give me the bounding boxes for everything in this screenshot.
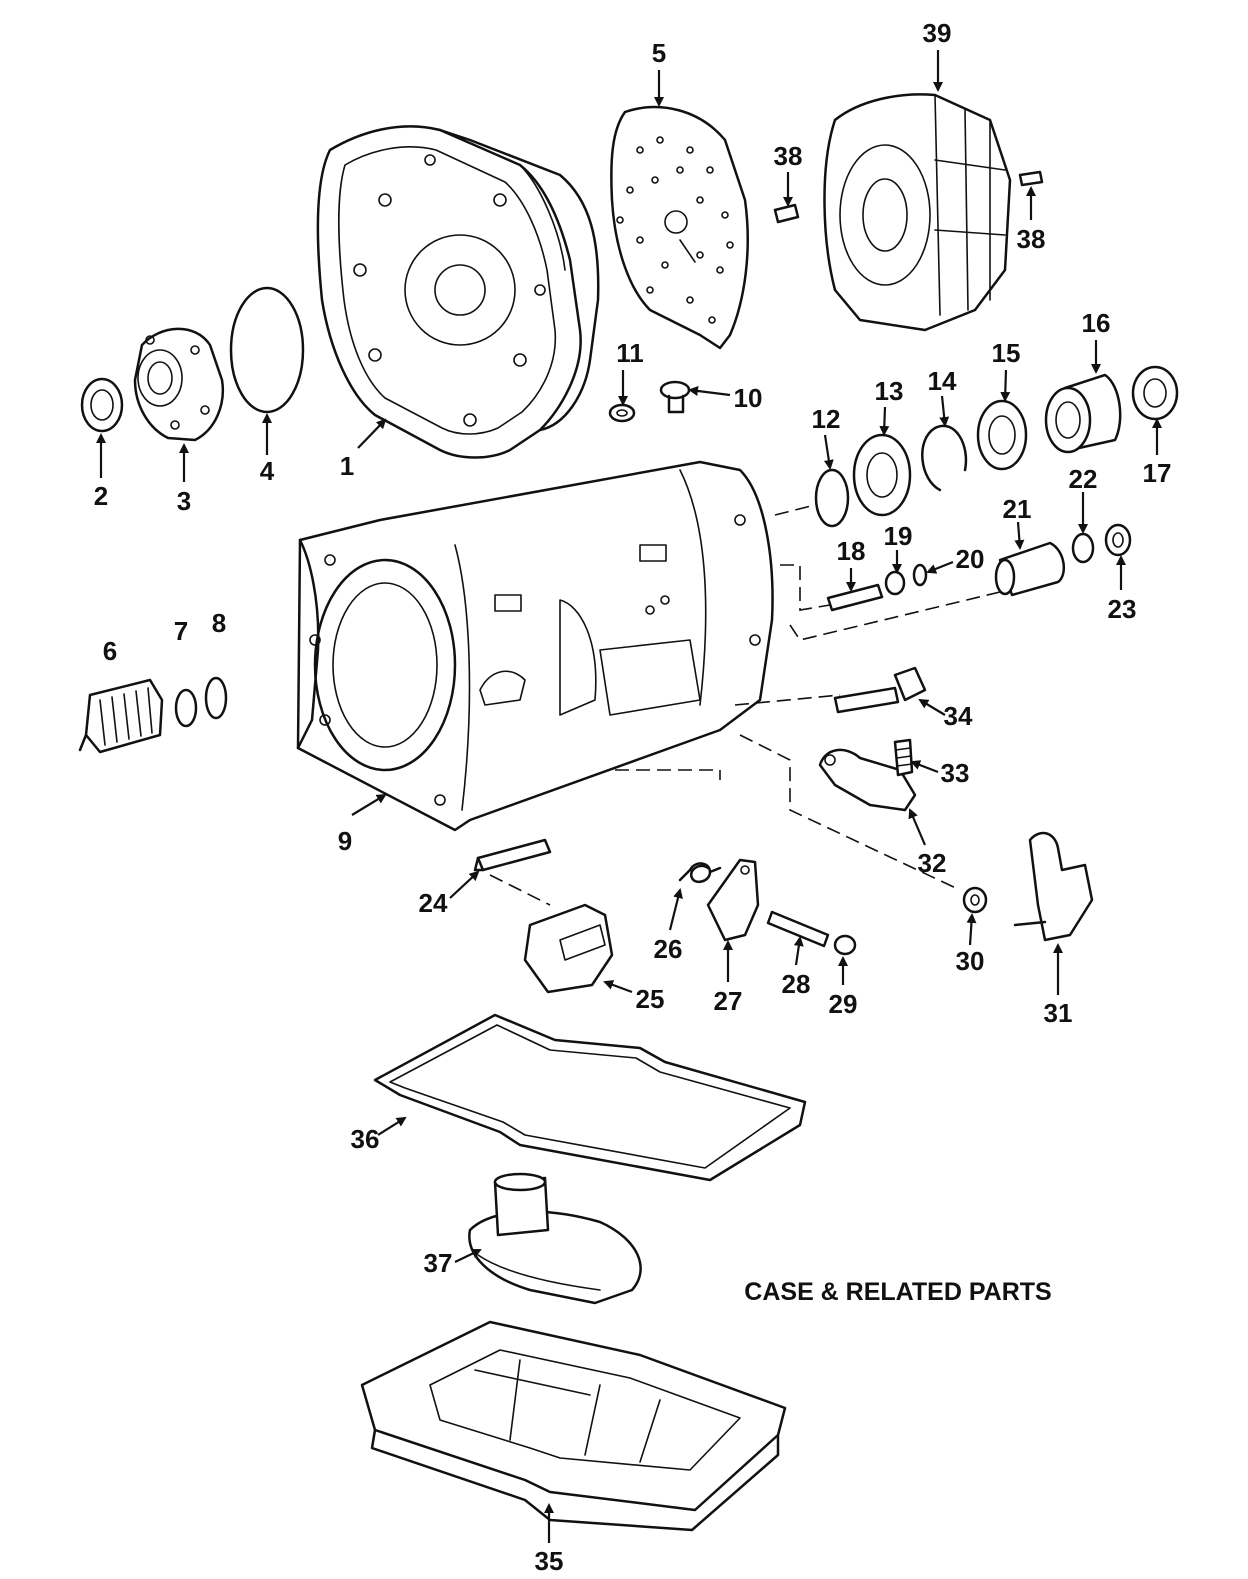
part-6-connector <box>78 678 164 754</box>
part-32-detent-lever <box>818 748 917 812</box>
diagram-title: CASE & RELATED PARTS <box>744 1278 1051 1306</box>
part-13-bearing <box>852 433 912 517</box>
part-25-bracket <box>523 903 614 994</box>
part-36-pan-gasket <box>373 1013 807 1182</box>
part-28-pin <box>766 910 830 948</box>
callout-28: 28 <box>782 969 811 999</box>
part-33-spring-screw <box>893 738 914 777</box>
callout-arrows <box>96 50 1162 1543</box>
callout-10: 10 <box>734 383 763 413</box>
callout-1: 1 <box>340 451 354 481</box>
part-10-plug <box>659 380 691 414</box>
part-18-shaft <box>826 583 884 612</box>
callout-12: 12 <box>812 404 841 434</box>
callout-24: 24 <box>419 888 448 918</box>
callout-3: 3 <box>177 486 191 516</box>
part-17-nut <box>1131 365 1179 421</box>
callout-36: 36 <box>351 1124 380 1154</box>
part-27-lever <box>706 858 760 942</box>
callout-32: 32 <box>918 848 947 878</box>
callout-26: 26 <box>654 934 683 964</box>
callout-18: 18 <box>837 536 866 566</box>
part-35-oil-pan <box>360 1320 787 1532</box>
part-14-snap-ring <box>921 424 968 492</box>
part-7-o-ring <box>174 688 198 728</box>
callout-labels: 1 2 3 4 5 6 7 8 9 10 11 12 13 14 15 16 1… <box>94 18 1172 1576</box>
part-34-sensor <box>833 666 927 714</box>
part-22-washer <box>1071 532 1095 564</box>
part-19-o-ring <box>884 570 906 596</box>
part-9-transmission-case <box>296 460 774 832</box>
callout-5: 5 <box>652 38 666 68</box>
part-2-seal <box>80 377 124 433</box>
part-5-valve-plate <box>610 105 749 350</box>
part-4-o-ring <box>229 286 305 414</box>
callout-17: 17 <box>1143 458 1172 488</box>
callout-4: 4 <box>260 456 275 486</box>
callout-15: 15 <box>992 338 1021 368</box>
callout-31: 31 <box>1044 998 1073 1028</box>
part-26-spring <box>678 862 722 884</box>
leader-lines <box>489 504 1001 906</box>
part-1-converter-housing <box>316 125 600 459</box>
callout-6: 6 <box>103 636 117 666</box>
callout-23: 23 <box>1108 594 1137 624</box>
callout-11: 11 <box>616 338 644 368</box>
callout-25: 25 <box>636 984 665 1014</box>
part-8-o-ring <box>204 676 228 720</box>
part-31-manual-lever <box>1013 831 1094 942</box>
callout-19: 19 <box>884 521 913 551</box>
callout-14: 14 <box>928 366 957 396</box>
part-38-dowel-pin <box>773 170 1044 224</box>
callout-33: 33 <box>941 758 970 788</box>
callout-30: 30 <box>956 946 985 976</box>
callout-39: 39 <box>923 18 952 48</box>
part-21-sleeve <box>994 541 1066 597</box>
callout-35: 35 <box>535 1546 564 1574</box>
callout-8: 8 <box>212 608 226 638</box>
callout-16: 16 <box>1082 308 1111 338</box>
callout-27: 27 <box>714 986 743 1016</box>
part-24-bolt <box>473 838 552 872</box>
callout-20: 20 <box>956 544 985 574</box>
callout-7: 7 <box>174 616 188 646</box>
part-39-extension-housing <box>823 93 1012 332</box>
callout-29: 29 <box>829 989 858 1019</box>
callout-9: 9 <box>338 826 352 856</box>
part-30-bushing <box>962 886 988 914</box>
callout-38-left: 38 <box>774 141 803 171</box>
part-3-oil-pump <box>133 327 225 442</box>
callout-21: 21 <box>1003 494 1032 524</box>
part-20-clip <box>912 563 928 587</box>
callout-38-right: 38 <box>1017 224 1046 254</box>
part-11-washer <box>608 403 636 423</box>
callout-22: 22 <box>1069 464 1098 494</box>
part-29-washer <box>833 934 857 956</box>
callout-37: 37 <box>424 1248 453 1278</box>
callout-2: 2 <box>94 481 108 511</box>
part-16-flange <box>1044 373 1122 454</box>
part-37-filter <box>468 1172 642 1305</box>
part-23-washer <box>1104 523 1132 557</box>
callout-13: 13 <box>875 376 904 406</box>
part-12-snap-ring <box>814 468 850 528</box>
part-15-seal <box>976 399 1028 471</box>
callout-34: 34 <box>944 701 973 731</box>
